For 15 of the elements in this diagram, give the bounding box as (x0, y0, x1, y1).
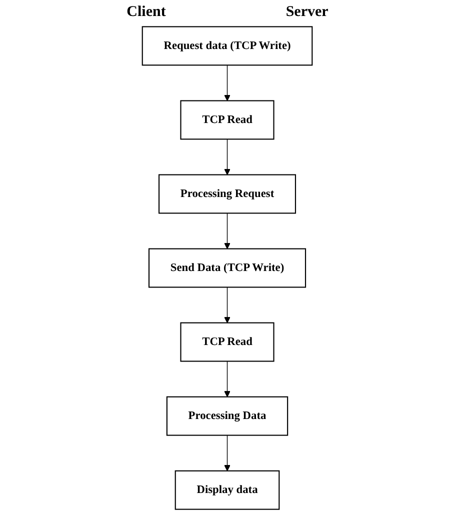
node-box: Processing Request (158, 174, 296, 214)
column-heading: Client (126, 4, 166, 21)
arrow (224, 286, 231, 324)
node-box: Send Data (TCP Write) (148, 248, 306, 288)
node-box: TCP Read (180, 100, 275, 140)
node-box: TCP Read (180, 322, 275, 362)
node-box: Processing Data (166, 396, 288, 436)
arrow (224, 360, 231, 398)
column-heading: Server (286, 4, 328, 21)
arrow (224, 64, 231, 101)
node-box: Display data (175, 470, 280, 510)
arrow (224, 434, 231, 472)
node-box: Request data (TCP Write) (142, 26, 313, 66)
arrow (224, 138, 231, 176)
arrow (224, 212, 231, 250)
